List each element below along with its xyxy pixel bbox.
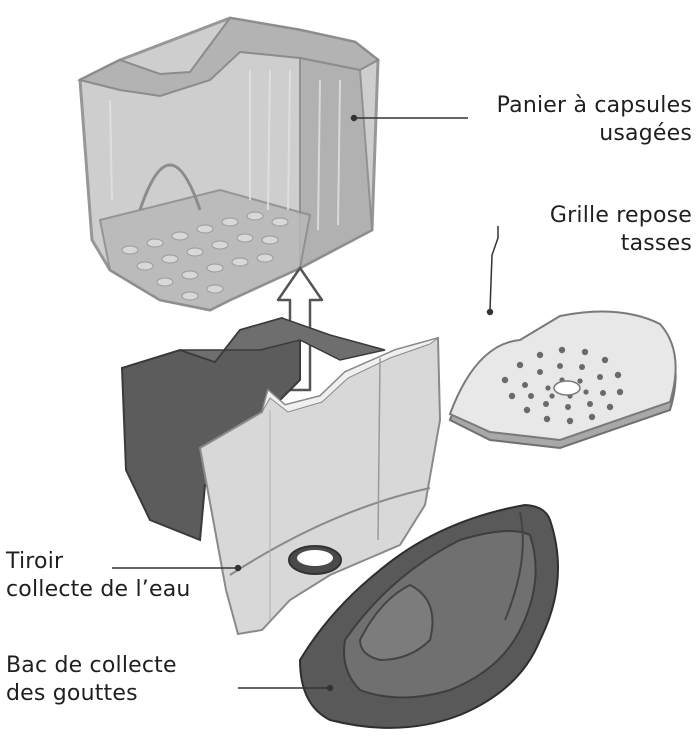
label-capsule-basket-line2: usagées <box>599 121 692 146</box>
label-capsule-basket: Panier à capsules usagées <box>470 92 692 148</box>
capsule-basket <box>77 16 380 312</box>
label-water-drawer: Tiroir collecte de l’eau <box>6 548 236 604</box>
label-cup-grill-line2: tasses <box>620 231 692 256</box>
water-drawer <box>120 316 442 636</box>
label-drip-tray: Bac de collecte des gouttes <box>6 652 236 708</box>
leader-lines <box>112 114 499 692</box>
label-drip-tray-line1: Bac de collecte <box>6 653 177 678</box>
label-drip-tray-line2: des gouttes <box>6 681 138 706</box>
label-water-drawer-line1: Tiroir <box>6 549 64 574</box>
cup-grill <box>448 310 677 450</box>
label-cup-grill: Grille repose tasses <box>500 202 692 258</box>
label-water-drawer-line2: collecte de l’eau <box>6 577 191 602</box>
label-capsule-basket-line1: Panier à capsules <box>496 93 692 118</box>
drip-tray <box>298 503 559 729</box>
label-cup-grill-line1: Grille repose <box>549 203 692 228</box>
